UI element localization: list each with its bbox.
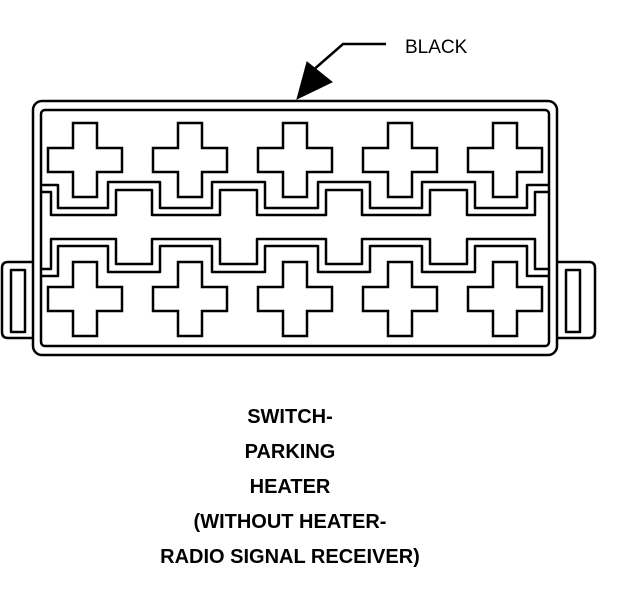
terminal-cavity-row1-4 — [361, 121, 439, 199]
terminal-cavity-row2-5 — [466, 260, 544, 338]
lower-row-key-wall-inner — [41, 237, 549, 271]
right-latch-slot — [564, 268, 582, 334]
terminal-cavity-row1-3 — [256, 121, 334, 199]
right-latch-tab — [557, 260, 597, 340]
terminal-cavity-row1-2 — [151, 121, 229, 199]
caption-line-5: RADIO SIGNAL RECEIVER) — [160, 546, 420, 568]
caption-line-3: HEATER — [249, 476, 331, 498]
terminal-cavity-row1-1 — [46, 121, 124, 199]
connector-caption: SWITCH- PARKING HEATER (WITHOUT HEATER- … — [0, 400, 580, 575]
left-latch-slot — [9, 268, 27, 334]
connector-housing-outer — [31, 99, 559, 357]
callout-arrowhead — [296, 61, 333, 100]
terminal-cavity-row2-3 — [256, 260, 334, 338]
terminal-cavity-row2-1 — [46, 260, 124, 338]
terminal-cavity-row2-4 — [361, 260, 439, 338]
left-latch-tab — [0, 260, 33, 340]
connector-housing-inner — [39, 108, 551, 348]
lower-row-key-wall-outer — [41, 244, 549, 278]
caption-line-2: PARKING — [244, 441, 336, 463]
upper-row-key-wall-inner — [41, 188, 549, 217]
cavity-group — [46, 121, 544, 338]
caption-line-1: SWITCH- — [247, 406, 333, 428]
callout-leader-line — [310, 42, 386, 73]
terminal-cavity-row2-2 — [151, 260, 229, 338]
caption-line-4: (WITHOUT HEATER- — [193, 511, 387, 533]
callout-label: BLACK — [405, 37, 468, 58]
upper-row-key-wall-outer — [41, 180, 549, 210]
terminal-cavity-row1-5 — [466, 121, 544, 199]
